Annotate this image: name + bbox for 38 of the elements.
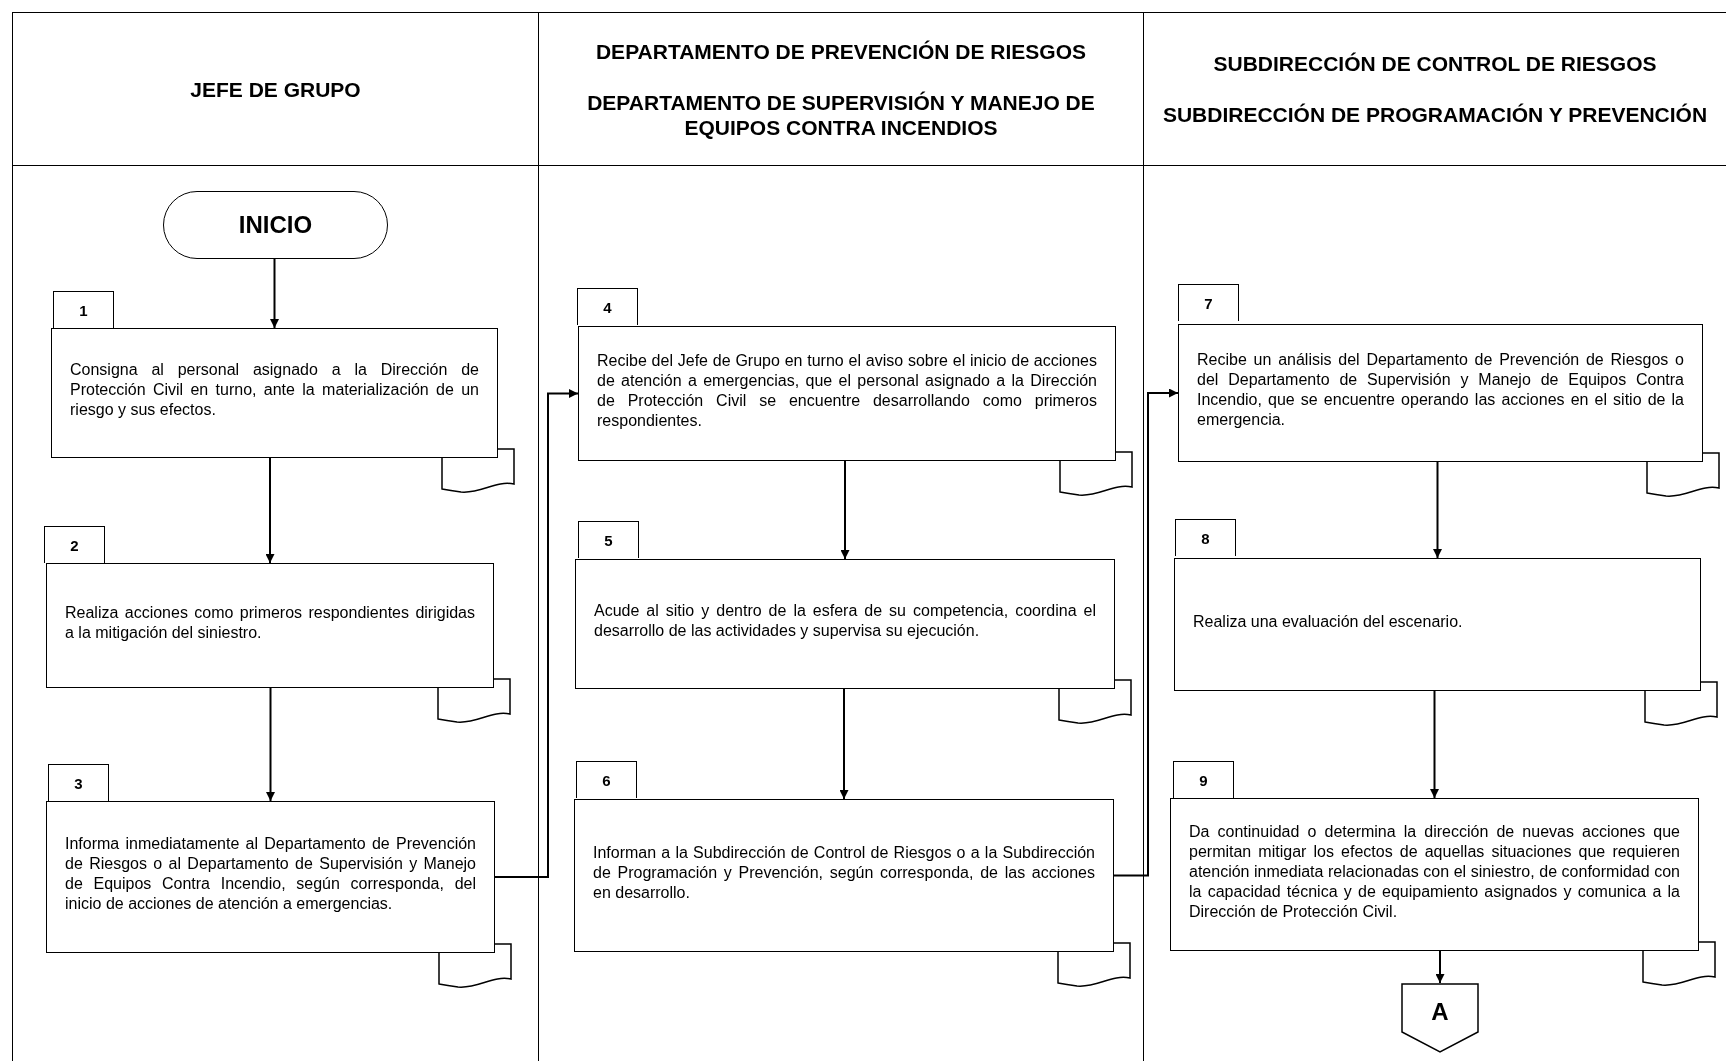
arrow: [1430, 690, 1439, 799]
process-box: Recibe del Jefe de Grupo en turno el aviso sobre el inicio de acciones de atención a emergencias, que el personal asignado a la Dirección de Protección Civil se encuentre desarrollando como primeros respondientes.: [578, 326, 1116, 461]
lane-title: JEFE DE GRUPO: [189, 76, 362, 102]
step-number: 2: [44, 526, 105, 563]
process-box: Realiza una evaluación del escenario.: [1174, 558, 1701, 691]
swimlane: [12, 12, 538, 1061]
start-terminal: INICIO: [163, 191, 388, 259]
arrow: [270, 258, 279, 329]
swimlane: [1143, 12, 1726, 1061]
step-number: 9: [1173, 761, 1234, 798]
arrow: [839, 688, 849, 800]
arrow: [1433, 461, 1442, 559]
step-number: 8: [1175, 519, 1236, 556]
lane-title: DEPARTAMENTO DE SUPERVISIÓN Y MANEJO DE EQUIPOS CONTRA INCENDIOS: [586, 89, 1096, 140]
swimlane: [538, 12, 1143, 1061]
arrow: [266, 687, 275, 802]
lane-title: SUBDIRECCIÓN DE CONTROL DE RIESGOS: [1212, 51, 1658, 76]
process-box: Realiza acciones como primeros respondientes dirigidas a la mitigación del siniestro.: [46, 563, 494, 688]
lane-title: DEPARTAMENTO DE PREVENCIÓN DE RIESGOS: [594, 38, 1088, 64]
step-number: 1: [53, 291, 114, 328]
off-page-connector: A: [1401, 983, 1479, 1053]
process-box: Da continuidad o determina la dirección de nuevas acciones que permitan mitigar los efectos de aquellas situaciones que requieren atención inmediata relacionadas con el siniestro, de conformidad con la capacidad técnica y de equipamiento asignados y comunica a la Dirección de Protección Civil.: [1170, 798, 1699, 951]
arrow: [840, 460, 850, 560]
arrow: [1113, 388, 1179, 877]
arrow: [494, 389, 579, 878]
process-box: Consigna al personal asignado a la Dirección de Protección Civil en turno, ante la materialización de un riesgo y sus efectos.: [51, 328, 498, 458]
step-number: 4: [577, 288, 638, 325]
step-number: 6: [576, 761, 637, 798]
step-number: 3: [48, 764, 109, 801]
arrow: [265, 457, 275, 564]
lane-title: SUBDIRECCIÓN DE PROGRAMACIÓN Y PREVENCIÓN: [1161, 102, 1709, 127]
process-box: Recibe un análisis del Departamento de Prevención de Riesgos o del Departamento de Supervisión y Manejo de Equipos Contra Incendio, que se encuentre operando las acciones en el sitio de la emergencia.: [1178, 324, 1703, 462]
process-box: Informa inmediatamente al Departamento de Prevención de Riesgos o al Departamento de Supervisión y Manejo de Equipos Contra Incendio, según corresponda, del inicio de acciones de atención a emergencias.: [46, 801, 495, 953]
step-number: 7: [1178, 284, 1239, 321]
arrow: [1435, 950, 1445, 984]
process-box: Acude al sitio y dentro de la esfera de su competencia, coordina el desarrollo de las actividades y supervisa su ejecución.: [575, 559, 1115, 689]
process-box: Informan a la Subdirección de Control de Riesgos o a la Subdirección de Programación y Prevención, según corresponda, de las acciones en desarrollo.: [574, 799, 1114, 952]
step-number: 5: [578, 521, 639, 558]
